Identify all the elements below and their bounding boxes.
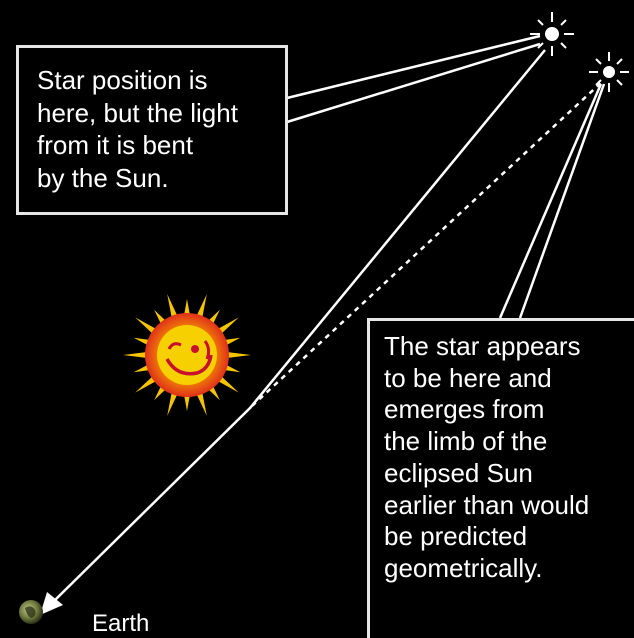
callout-line: the limb of the [384,426,548,457]
planet-icon [19,600,43,624]
callout-line: be predicted [384,521,528,552]
leader-line-apparent-left [498,83,603,319]
callout-line: Star position is [37,65,208,95]
bent-light-ray [51,49,546,604]
callout-line: emerges from [384,394,545,425]
earth-label: Earth [92,610,150,637]
star-position-callout: Star position is here, but the light fro… [16,45,288,215]
sun-ray [183,299,191,318]
sun-ray [215,374,239,393]
ray-arrowhead [40,592,63,615]
sun-ray [123,351,150,359]
callout-line: The star appears [384,331,581,361]
sun-ray [135,317,159,336]
callout-line: earlier than would [384,489,590,520]
callout-line: here, but the light [37,97,238,128]
leader-line-apparent-right [518,83,606,319]
sparkle-star-icon [589,52,629,92]
smiling-sun-icon [123,294,251,416]
callout-line: eclipsed Sun [384,457,533,488]
sun-ray [195,294,207,320]
sun-ray [183,392,191,411]
sun-ray [224,351,251,359]
leader-line-upper [286,34,541,100]
sun-ray [195,390,207,416]
callout-line: to be here and [384,362,552,393]
sun-ray [135,374,159,393]
sun-ray [167,390,179,416]
callout-line: from it is bent [37,130,194,160]
callout-line: geometrically. [384,553,543,584]
leader-line-lower [286,42,541,124]
sun-ray [215,317,239,336]
apparent-star-callout: The star appears to be here and emerges … [367,318,634,638]
callout-line: by the Sun. [37,162,169,193]
sparkle-star-icon [530,12,574,56]
sun-ray [167,294,179,320]
